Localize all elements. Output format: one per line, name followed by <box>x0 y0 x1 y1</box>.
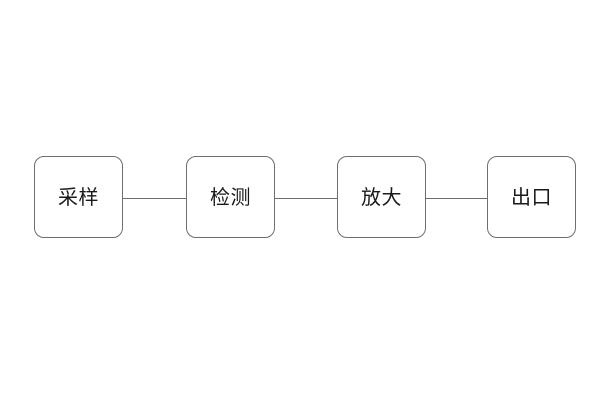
node-label-detection: 检测 <box>210 185 251 209</box>
node-label-sampling: 采样 <box>58 185 99 209</box>
connector-detection-to-amplification <box>275 198 337 199</box>
connector-amplification-to-exit <box>426 198 487 199</box>
node-amplification[interactable]: 放大 <box>337 156 426 238</box>
node-sampling[interactable]: 采样 <box>34 156 123 238</box>
connector-sampling-to-detection <box>123 198 186 199</box>
node-detection[interactable]: 检测 <box>186 156 275 238</box>
node-label-amplification: 放大 <box>361 185 402 209</box>
node-exit[interactable]: 出口 <box>487 156 576 238</box>
node-label-exit: 出口 <box>511 185 552 209</box>
